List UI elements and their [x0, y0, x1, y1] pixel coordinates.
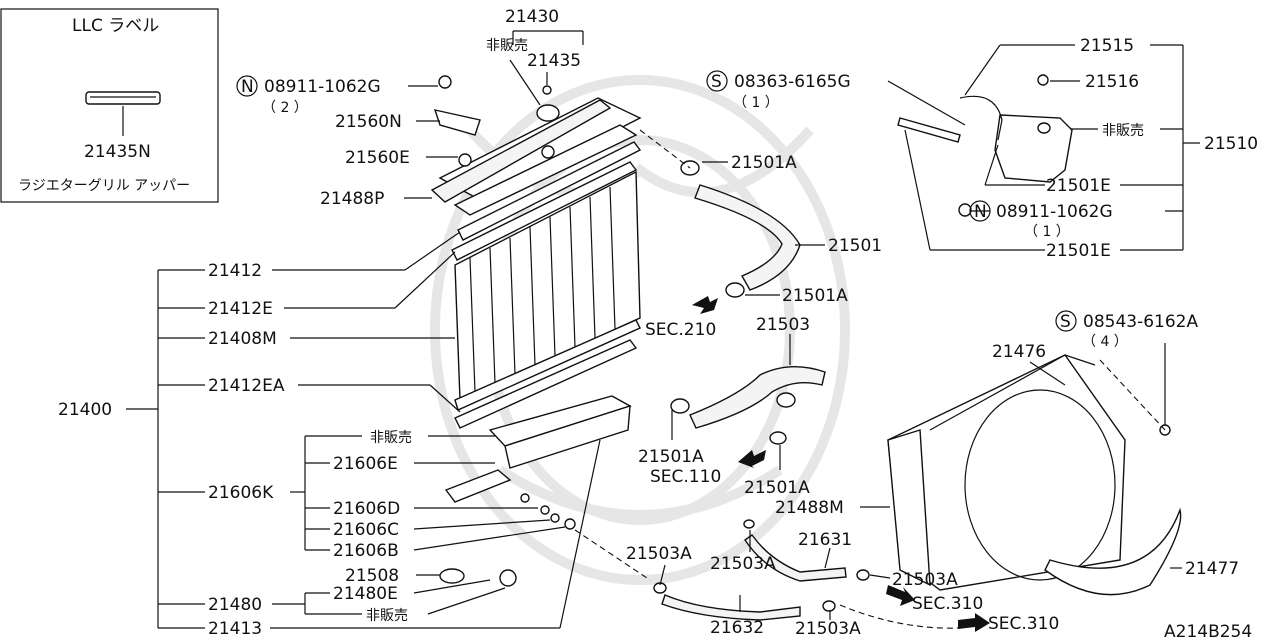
circle-n-left: N [241, 77, 254, 97]
label-21503A-1: 21503A [626, 544, 692, 564]
label-bolt-n-left: 08911-1062G [264, 77, 381, 97]
label-21560N: 21560N [335, 112, 402, 132]
label-21430: 21430 [505, 7, 559, 27]
label-sec110: SEC.110 [650, 467, 721, 487]
label-21435: 21435 [527, 51, 581, 71]
leader-lines [126, 30, 1200, 629]
label-21516: 21516 [1085, 72, 1139, 92]
label-21412E: 21412E [208, 299, 273, 319]
label-21413: 21413 [208, 619, 262, 639]
label-bolt-n-right: 08911-1062G [996, 202, 1113, 222]
circle-s-top: S [711, 72, 722, 92]
heater-hoses [574, 519, 961, 629]
label-not-for-sale-low: 非販売 [366, 608, 408, 624]
sec-arrows [692, 296, 990, 632]
label-21606K: 21606K [208, 483, 274, 503]
label-21480E: 21480E [333, 584, 398, 604]
inset-caption: ラジエターグリル アッパー [18, 178, 190, 194]
label-21606C: 21606C [333, 520, 399, 540]
label-21515: 21515 [1080, 36, 1134, 56]
watermark-emblem [430, 75, 850, 585]
arrow-sec110 [738, 450, 766, 468]
label-21606B: 21606B [333, 541, 399, 561]
part-labels: 21430 非販売 21435 08911-1062G （ 2 ） 21560N… [58, 7, 1258, 639]
label-21631: 21631 [798, 530, 852, 550]
label-bolt-n-left-qty: （ 2 ） [262, 100, 308, 116]
label-sec210: SEC.210 [645, 320, 716, 340]
label-screw-s-right-qty: （ 4 ） [1082, 334, 1128, 350]
arrow-sec210 [692, 296, 718, 314]
label-21408M: 21408M [208, 329, 277, 349]
label-21606D: 21606D [333, 499, 400, 519]
reservoir-tank [897, 74, 1073, 217]
label-21412: 21412 [208, 261, 262, 281]
label-21510: 21510 [1204, 134, 1258, 154]
fan-shroud [887, 354, 1182, 596]
label-21501E-2: 21501E [1046, 241, 1111, 261]
label-21477: 21477 [1185, 559, 1239, 579]
label-not-for-sale-tank: 非販売 [1102, 123, 1144, 139]
lower-hose [670, 365, 826, 445]
label-not-for-sale-mid: 非販売 [370, 430, 412, 446]
label-21480: 21480 [208, 595, 262, 615]
label-sec310-1: SEC.310 [912, 594, 983, 614]
label-21503A-4: 21503A [795, 619, 861, 639]
circle-s-right: S [1060, 312, 1071, 332]
inset-title: LLC ラベル [72, 16, 159, 36]
label-21560E: 21560E [345, 148, 410, 168]
label-not-for-sale-top: 非販売 [486, 38, 528, 54]
label-21501A-2: 21501A [782, 286, 848, 306]
label-21503A-3: 21503A [892, 570, 958, 590]
inset-part-number: 21435N [84, 142, 151, 162]
label-21501A-4: 21501A [744, 478, 810, 498]
label-screw-s-top-qty: （ 1 ） [733, 95, 779, 111]
figure-code: A214B254 [1164, 622, 1252, 639]
label-bolt-n-right-qty: （ 1 ） [1024, 224, 1070, 240]
circled-marks: N S N S [236, 70, 1077, 332]
radiator-core-fins [469, 186, 616, 393]
label-screw-s-top: 08363-6165G [734, 72, 851, 92]
label-21503A-2: 21503A [710, 554, 776, 574]
label-21488M: 21488M [775, 498, 844, 518]
label-21501E-1: 21501E [1046, 176, 1111, 196]
label-21606E: 21606E [333, 454, 398, 474]
label-21400: 21400 [58, 400, 112, 420]
arrow-sec310-2 [958, 613, 990, 632]
label-21488P: 21488P [320, 189, 384, 209]
circle-n-right: N [974, 202, 987, 222]
arrow-sec310-1 [886, 585, 915, 606]
upper-hose [639, 129, 801, 298]
label-21501A-1: 21501A [731, 153, 797, 173]
label-21476: 21476 [992, 342, 1046, 362]
llc-label-inset: LLC ラベル 21435N ラジエターグリル アッパー [0, 8, 219, 203]
radiator-illustration [430, 75, 642, 587]
label-21412EA: 21412EA [208, 376, 285, 396]
label-21503: 21503 [756, 315, 810, 335]
label-21632: 21632 [710, 618, 764, 638]
label-21508: 21508 [345, 566, 399, 586]
label-21501A-3: 21501A [638, 447, 704, 467]
label-sec310-2: SEC.310 [988, 614, 1059, 634]
label-21501: 21501 [828, 236, 882, 256]
label-screw-s-right: 08543-6162A [1083, 312, 1198, 332]
